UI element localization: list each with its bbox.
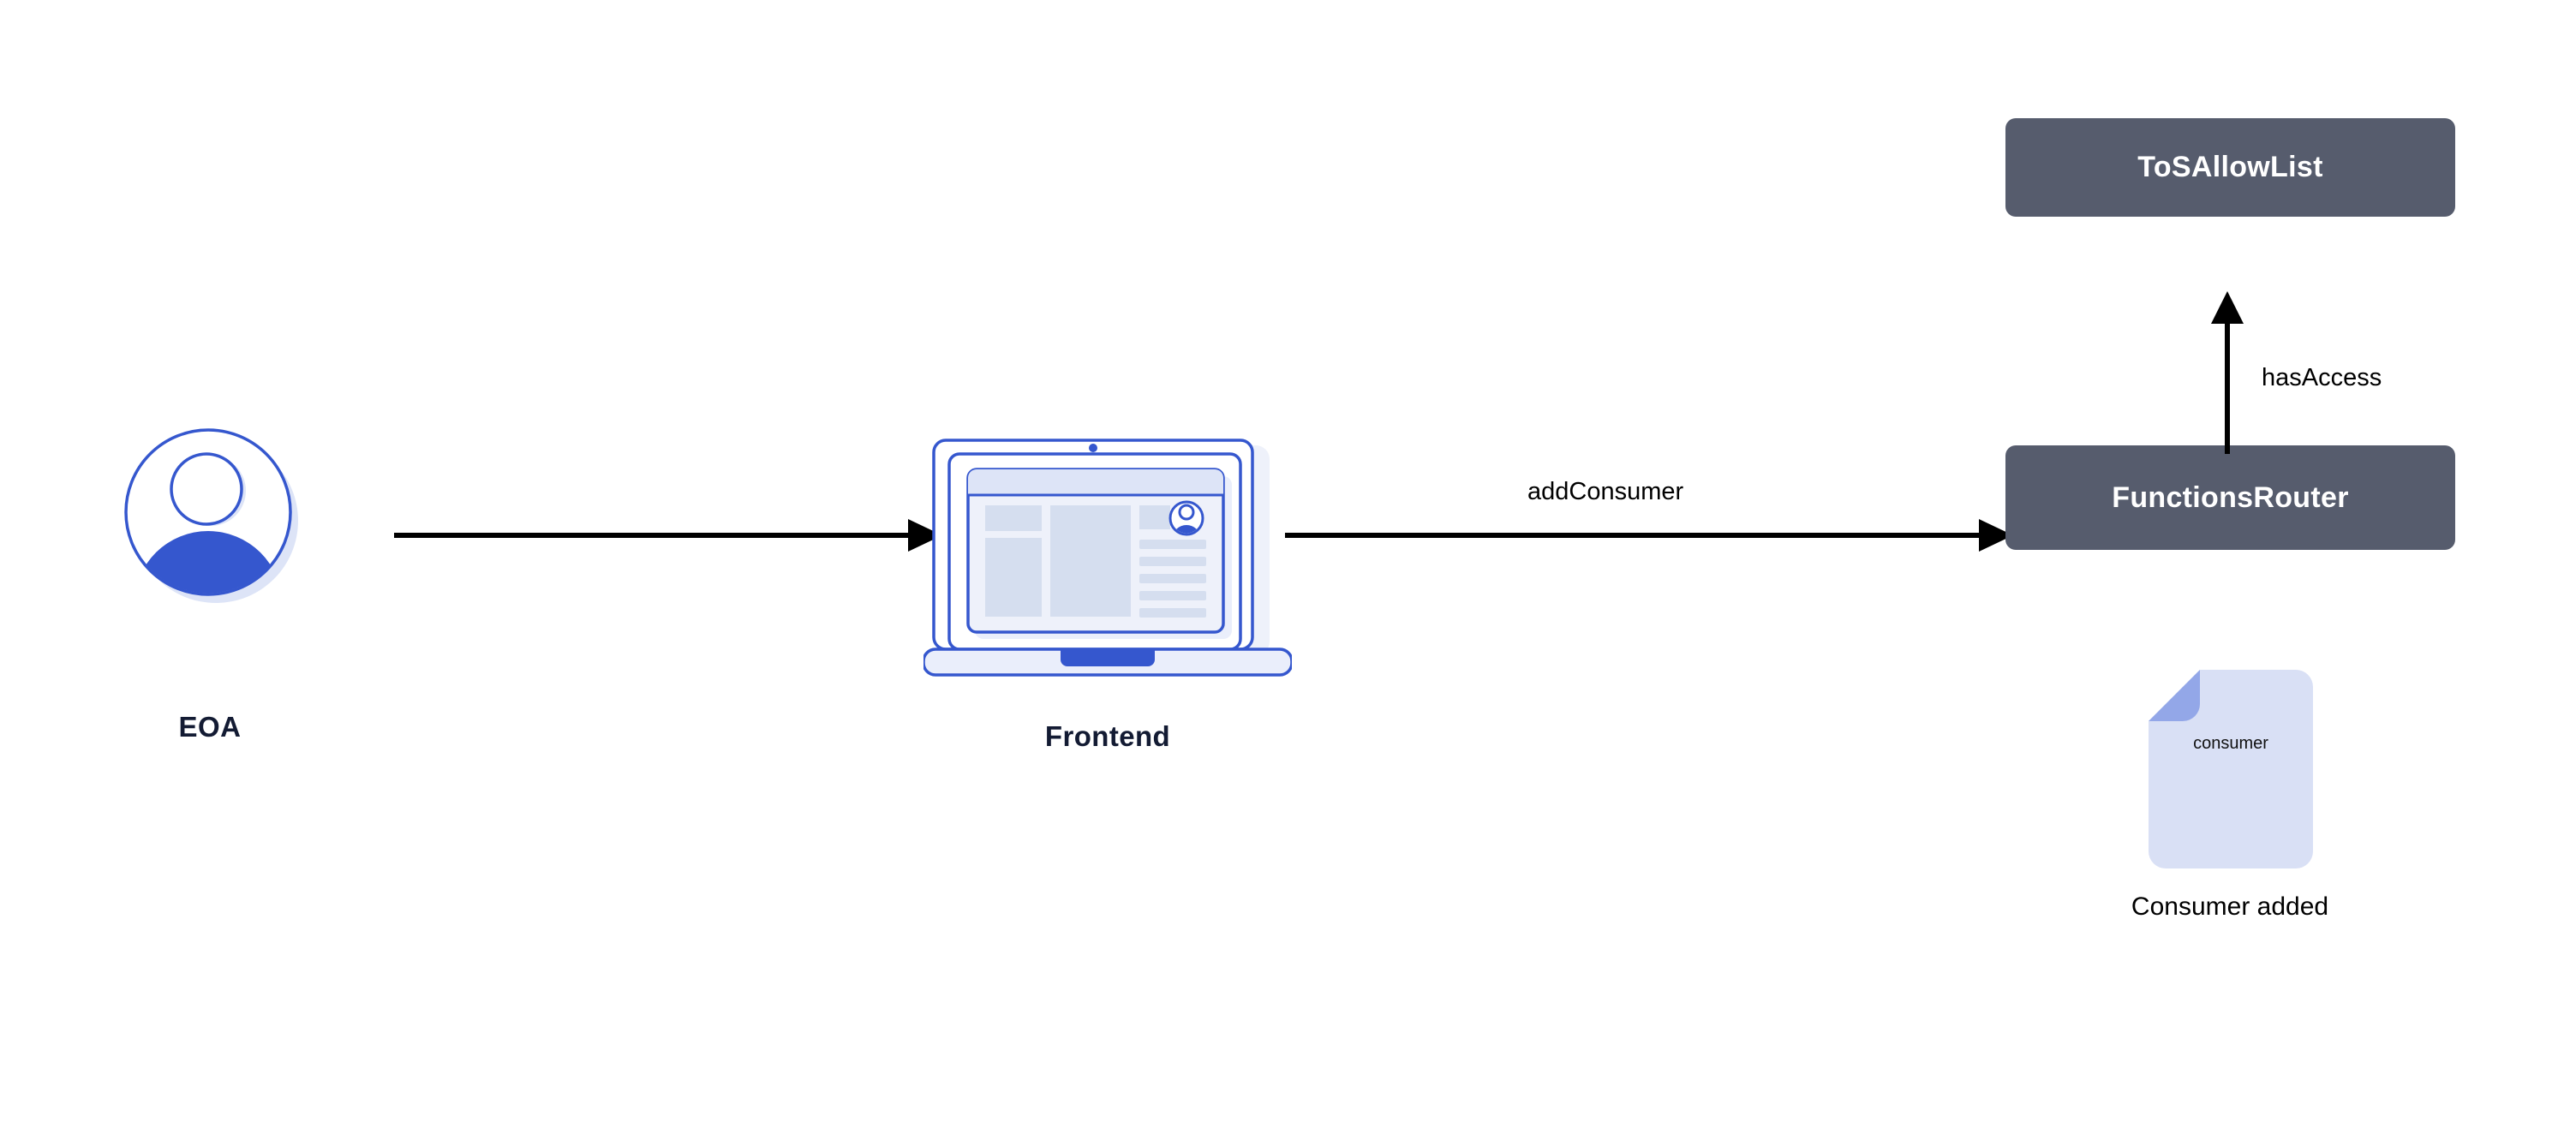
node-tos-allowlist-label: ToSAllowList xyxy=(2137,151,2323,183)
consumer-added-caption: Consumer added xyxy=(2131,892,2329,921)
node-frontend-label: Frontend xyxy=(1044,720,1171,752)
node-eoa[interactable]: EOA xyxy=(120,424,377,767)
edge-eoa-to-frontend xyxy=(394,519,942,552)
node-frontend[interactable]: Frontend xyxy=(923,435,1300,778)
edge-router-to-tos xyxy=(2211,291,2244,454)
edge-label-add-consumer: addConsumer xyxy=(1527,478,1684,505)
user-avatar-icon xyxy=(124,428,298,603)
document-label: consumer xyxy=(2193,734,2268,753)
laptop-icon xyxy=(923,439,1292,677)
document-icon xyxy=(2149,670,2313,868)
node-functions-router-label: FunctionsRouter xyxy=(2112,480,2349,514)
node-consumer-document[interactable]: consumer Consumer added xyxy=(2131,670,2328,927)
node-eoa-label: EOA xyxy=(178,711,242,743)
edge-label-has-access: hasAccess xyxy=(2262,364,2382,391)
node-functions-router[interactable]: FunctionsRouter xyxy=(2005,445,2455,550)
edge-frontend-to-router xyxy=(1285,519,2013,552)
node-tos-allowlist[interactable]: ToSAllowList xyxy=(2005,118,2455,217)
